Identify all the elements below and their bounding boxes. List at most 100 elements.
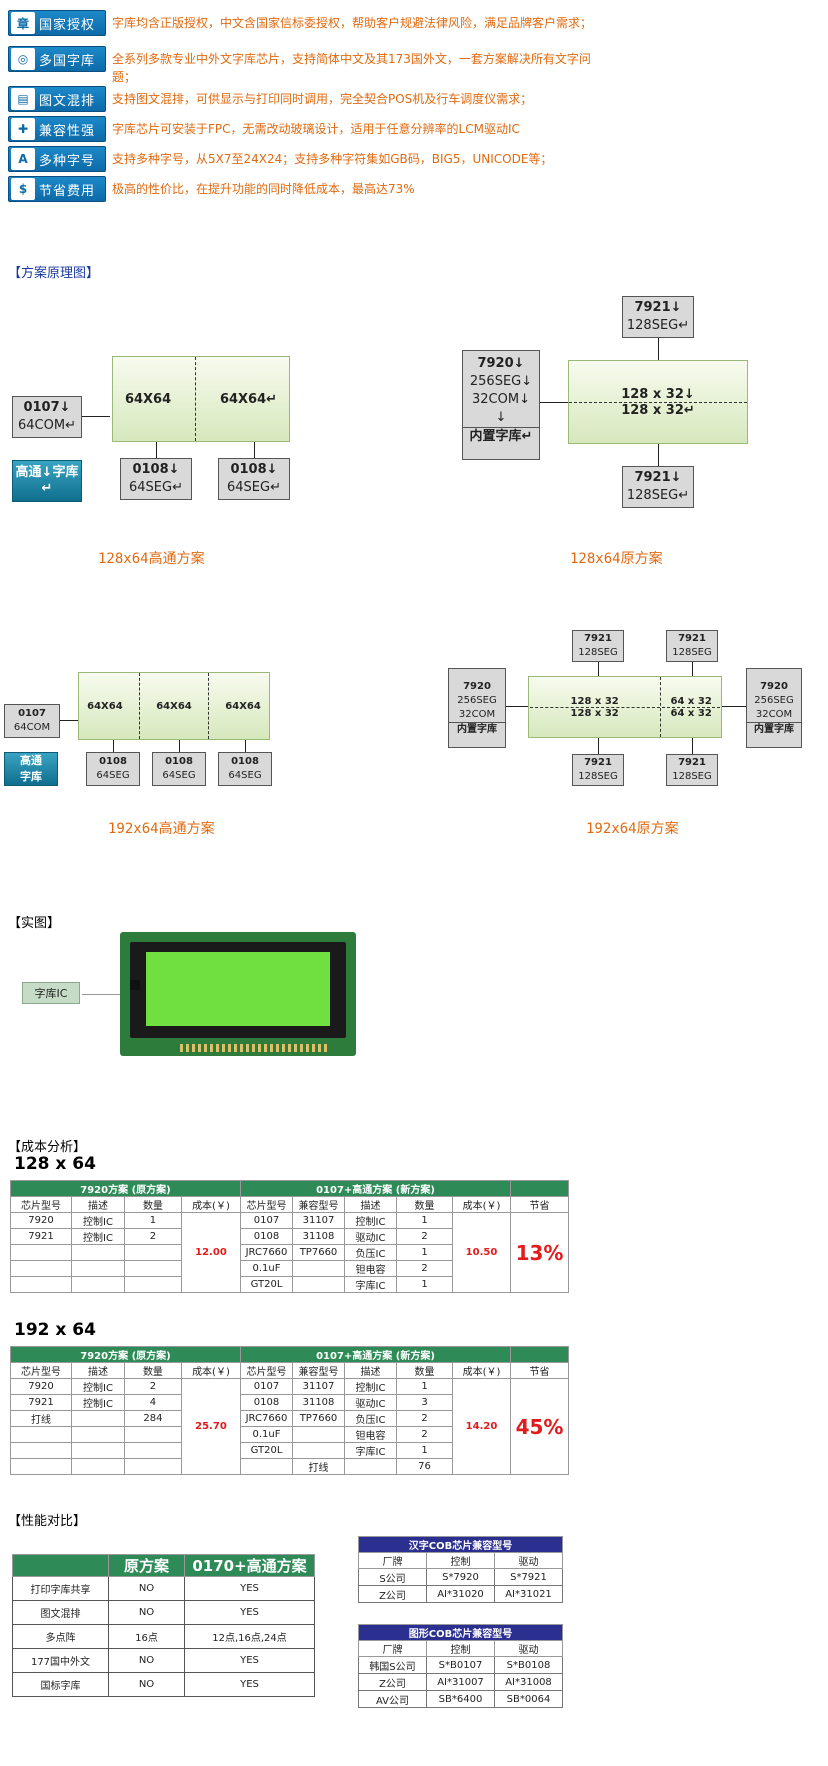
display-panel: 64X64 64X64 64X64: [78, 672, 270, 740]
feature-text: 支持图文混排，可供显示与打印同时调用，完全契合POS机及行车调度仪需求；: [112, 92, 533, 106]
column-header: 控制: [426, 1552, 495, 1569]
display-panel: 64X64 64X64↵: [112, 356, 290, 442]
feature-badge: $节省费用: [8, 176, 106, 202]
column-header: 数量: [396, 1196, 453, 1213]
builtin-lib-label: 内置字库↵: [463, 427, 539, 446]
cost-value: 14.20: [452, 1378, 511, 1475]
cell: [123, 1426, 182, 1443]
feature-badge: ◎多国字库: [8, 46, 106, 72]
font-lib-chip: 高通字库: [4, 752, 58, 786]
cell: 31108: [292, 1228, 345, 1245]
cell: 0.1uF: [240, 1426, 293, 1443]
cell: GT20L: [240, 1442, 293, 1459]
column-header: 驱动: [494, 1552, 563, 1569]
cell: 2: [123, 1378, 182, 1395]
feature-text: 极高的性价比，在提升功能的同时降低成本，最高达73%: [112, 182, 415, 196]
cell: YES: [184, 1576, 315, 1601]
font-ic-label: 字库IC: [22, 982, 80, 1004]
cell: 1: [396, 1442, 453, 1459]
arrow: [82, 416, 110, 417]
cell: S*7920: [426, 1568, 495, 1586]
feature-text: 字库芯片可安装于FPC，无需改动玻璃设计，适用于任意分辨率的LCM驱动IC: [112, 122, 520, 136]
cell: 7920: [9, 1378, 73, 1395]
cell: 7921: [9, 1228, 73, 1245]
cell: [71, 1442, 125, 1459]
cell: AI*31008: [494, 1673, 563, 1691]
cell: 2: [396, 1410, 453, 1427]
cell: AV公司: [358, 1690, 427, 1708]
cell: 2: [396, 1426, 453, 1443]
cell: 钽电容: [344, 1260, 397, 1277]
cell: [123, 1276, 182, 1293]
cell: 0107: [240, 1212, 293, 1229]
plan-a-header: 7920方案 (原方案): [10, 1180, 241, 1197]
cell: 图文混排: [12, 1600, 109, 1625]
cell: JRC7660: [240, 1244, 293, 1261]
feature-item: ◎多国字库 全系列多款专业中外文字库芯片，支持简体中文及其173国外文，一套方案…: [8, 46, 592, 86]
cell: 2: [123, 1228, 182, 1245]
column-header: 芯片型号: [9, 1362, 73, 1379]
cell: S*B0108: [494, 1656, 563, 1674]
section-photo: 【实图】: [8, 916, 61, 931]
cell: [123, 1458, 182, 1475]
cell: S*B0107: [426, 1656, 495, 1674]
caption: 192x64原方案: [586, 821, 679, 837]
cell: 钽电容: [344, 1426, 397, 1443]
cell: [123, 1244, 182, 1261]
cell: 7920: [9, 1212, 73, 1229]
caption: 128x64高通方案: [98, 551, 205, 567]
feature-item: ✚兼容性强 字库芯片可安装于FPC，无需改动玻璃设计，适用于任意分辨率的LCM驱…: [8, 116, 592, 142]
feature-label: 多国字库: [39, 53, 96, 69]
cell: YES: [184, 1648, 315, 1673]
cell: 负压IC: [344, 1244, 397, 1261]
cell: NO: [108, 1576, 185, 1601]
lcd-module-photo: [120, 932, 356, 1056]
arrow: [254, 442, 255, 458]
cell: 控制IC: [71, 1228, 125, 1245]
globe-icon: ◎: [11, 48, 35, 70]
cell: 打线: [9, 1410, 73, 1427]
chip-0107: 0107↓64COM↵: [12, 396, 82, 438]
column-header: 成本(￥): [180, 1362, 242, 1379]
cell: [9, 1442, 73, 1459]
cell: [71, 1458, 125, 1475]
column-header: 兼容型号: [292, 1362, 345, 1379]
plan-a-header: 7920方案 (原方案): [10, 1346, 241, 1363]
cell: 打印字库共享: [12, 1576, 109, 1601]
cell: 1: [396, 1378, 453, 1395]
cell: 1: [396, 1276, 453, 1293]
column-header: 0170+高通方案: [184, 1554, 315, 1577]
column-header: [12, 1554, 109, 1577]
cell: SB*0064: [494, 1690, 563, 1708]
cost-table-title: 192 x 64: [14, 1320, 96, 1340]
section-cost: 【成本分析】: [8, 1140, 87, 1155]
section-principle: 【方案原理图】: [8, 266, 100, 281]
cell: 4: [123, 1394, 182, 1411]
section-perf: 【性能对比】: [8, 1514, 87, 1529]
cost-value: 10.50: [452, 1212, 511, 1293]
cell: 0107: [240, 1378, 293, 1395]
column-header: 数量: [123, 1196, 182, 1213]
feature-item: $节省费用 极高的性价比，在提升功能的同时降低成本，最高达73%: [8, 176, 592, 202]
chip-0108: 0108↓64SEG↵: [120, 458, 192, 500]
cell: NO: [108, 1648, 185, 1673]
cell: 12点,16点,24点: [184, 1624, 315, 1649]
feature-item: ▤图文混排 支持图文混排，可供显示与打印同时调用，完全契合POS机及行车调度仪需…: [8, 86, 592, 112]
cell: 1: [123, 1212, 182, 1229]
column-header: 成本(￥): [452, 1362, 511, 1379]
cell: 31108: [292, 1394, 345, 1411]
column-header: 兼容型号: [292, 1196, 345, 1213]
cob-title: 汉字COB芯片兼容型号: [358, 1536, 563, 1553]
